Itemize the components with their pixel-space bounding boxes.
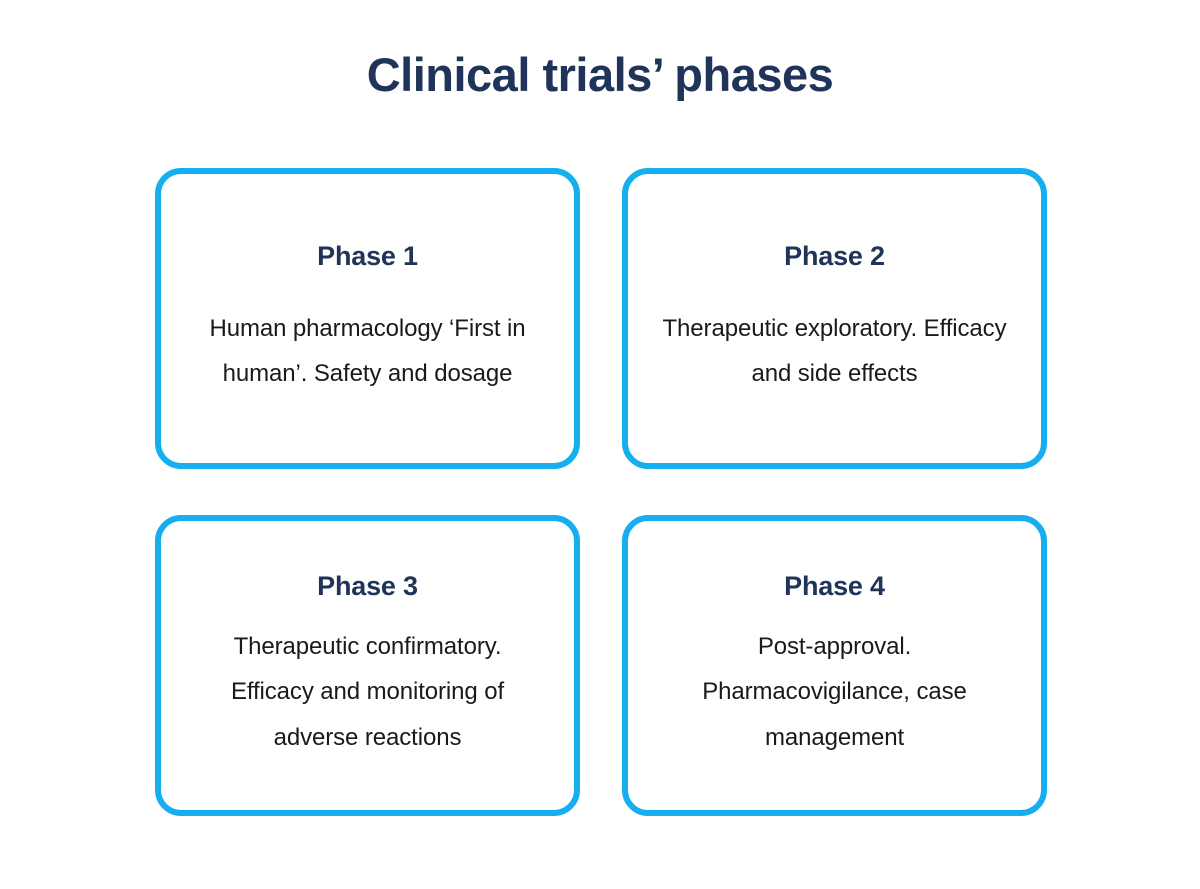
phase-card-grid: Phase 1 Human pharmacology ‘First in hum… xyxy=(155,168,1047,816)
phase-card-1-heading: Phase 1 xyxy=(317,240,418,271)
phase-card-3: Phase 3 Therapeutic confirmatory. Effica… xyxy=(155,515,580,816)
page-title: Clinical trials’ phases xyxy=(366,48,834,101)
phase-card-4-body: Post-approval. Pharmacovigilance, case m… xyxy=(702,633,967,751)
phase-card-4-heading: Phase 4 xyxy=(784,571,885,602)
phase-card-1: Phase 1 Human pharmacology ‘First in hum… xyxy=(155,168,580,469)
phase-card-3-body: Therapeutic confirmatory. Efficacy and m… xyxy=(230,633,505,751)
phase-card-2-body: Therapeutic exploratory. Efficacy and si… xyxy=(662,314,1007,387)
phase-card-1-body: Human pharmacology ‘First in human’. Saf… xyxy=(209,314,526,387)
phase-card-3-heading: Phase 3 xyxy=(317,571,418,602)
phase-card-4: Phase 4 Post-approval. Pharmacovigilance… xyxy=(622,515,1047,816)
phase-card-2-heading: Phase 2 xyxy=(784,240,885,271)
phase-card-2: Phase 2 Therapeutic exploratory. Efficac… xyxy=(622,168,1047,469)
